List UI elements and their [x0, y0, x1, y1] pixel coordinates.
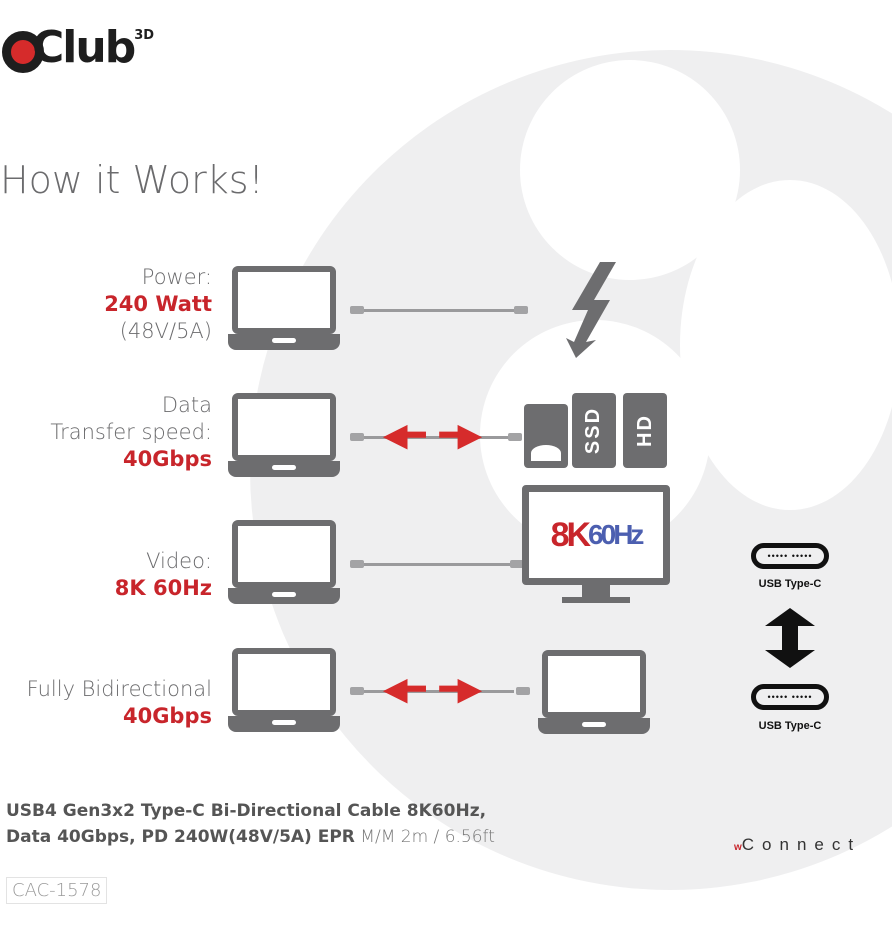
- usb-type-c-label: USB Type-C: [758, 578, 822, 590]
- product-description: USB4 Gen3x2 Type-C Bi-Directional Cable …: [6, 801, 495, 847]
- cable: [364, 309, 514, 312]
- cable: [364, 563, 514, 566]
- usb-type-c-label: USB Type-C: [758, 720, 822, 732]
- right-arrow-icon: ━▶: [440, 673, 482, 706]
- laptop-icon: [228, 648, 340, 734]
- laptop-icon: [228, 393, 340, 479]
- background-blob: [520, 60, 740, 280]
- power-label: Power:240 Watt(48V/5A): [104, 265, 212, 343]
- page-title: How it Works!: [0, 158, 264, 202]
- usb-c-port-icon: ••••• •••••: [751, 543, 829, 569]
- usb-c-port-icon: ••••• •••••: [751, 684, 829, 710]
- cable: [364, 690, 514, 693]
- lightning-bolt-icon: [566, 262, 616, 358]
- monitor-base: [562, 597, 630, 603]
- left-arrow-icon: ◀━: [384, 673, 426, 706]
- monitor-stand: [582, 585, 610, 599]
- hd-icon: HD: [623, 393, 667, 468]
- logo-clover-icon: [2, 31, 44, 73]
- ssd-icon: SSD: [572, 393, 616, 468]
- weconnect-logo: wConnect: [734, 835, 862, 854]
- product-sku: CAC-1578: [6, 877, 108, 904]
- vertical-double-arrow-icon: [765, 608, 815, 668]
- background-blob: [680, 180, 892, 510]
- video-label: Video:8K 60Hz: [114, 549, 212, 600]
- optical-drive-icon: [524, 404, 568, 468]
- laptop-icon: [228, 520, 340, 606]
- right-arrow-icon: ━▶: [440, 419, 482, 452]
- cable: [364, 436, 514, 439]
- left-arrow-icon: ◀━: [384, 419, 426, 452]
- laptop-icon: [228, 266, 340, 352]
- laptop-icon: [538, 650, 650, 736]
